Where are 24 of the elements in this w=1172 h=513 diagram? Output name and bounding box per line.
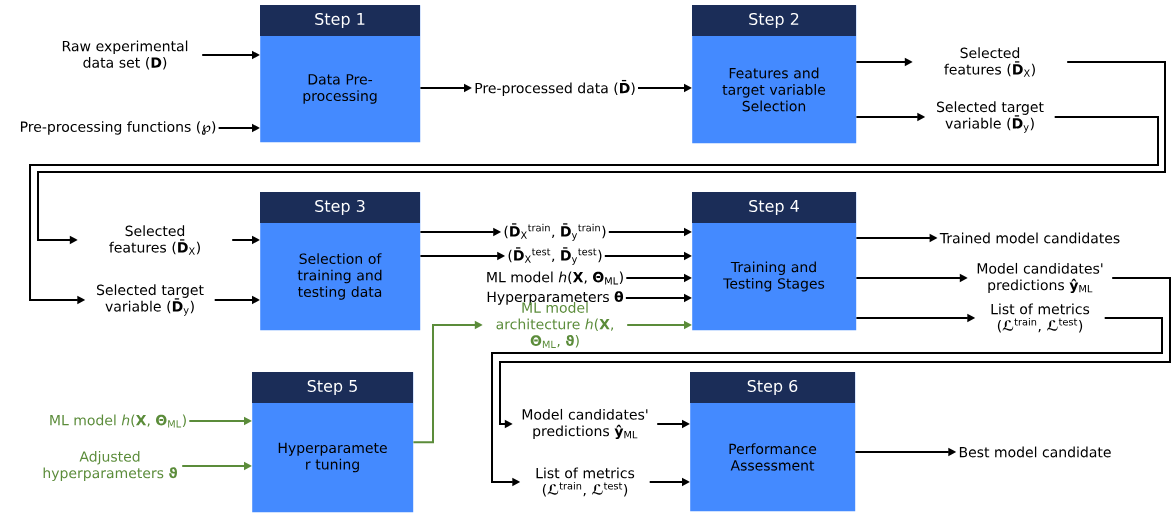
- data-label: (D̄$_{X}$$^{train}$, D̄$_{y}$$^{train}$): [504, 223, 606, 241]
- data-label: List of metrics (ℒ$^{train}$, ℒ$^{test}$): [991, 303, 1090, 333]
- data-label: Adjusted hyperparameters ϑ: [43, 450, 177, 481]
- data-label: Selected target variable (D̄$_{y}$): [97, 284, 204, 316]
- data-label: ML model h(X, Θ$_{ML}$): [487, 271, 623, 285]
- data-label: Model candidates' predictions ŷ$_{ML}$: [522, 408, 648, 440]
- data-label: Raw experimental data set (D): [62, 40, 188, 70]
- data-label: ML model h(X, Θ$_{ML}$): [50, 414, 186, 428]
- step-box: Step 1 Data Pre-processing: [260, 5, 421, 143]
- data-label: Pre-processed data (D̄): [475, 79, 635, 97]
- data-label: Selected features (D̄$_{X}$): [944, 47, 1035, 77]
- step-box: Step 3 Selection of training and testing data: [260, 192, 421, 331]
- data-label: Pre-processing functions (℘): [21, 121, 216, 135]
- step-box: Step 6 Performance Assessment: [690, 372, 856, 512]
- step-box: Step 2 Features and target variable Selection: [692, 5, 857, 144]
- step-box: Step 5 Hyperparamete r tuning: [252, 372, 414, 513]
- data-label: Model candidates' predictions ŷ$_{ML}$: [977, 262, 1103, 294]
- data-label: List of metrics (ℒ$^{train}$, ℒ$^{test}$): [536, 467, 635, 497]
- data-label: (D̄$_{X}$$^{test}$, D̄$_{y}$$^{test}$): [508, 247, 602, 265]
- step-box: Step 4 Training and Testing Stages: [692, 192, 857, 331]
- data-label: Best model candidate: [959, 446, 1111, 458]
- data-label: Selected features (D̄$_{X}$): [109, 225, 200, 255]
- data-label: Selected target variable (D̄$_{y}$): [936, 101, 1044, 133]
- data-label: Trained model candidates: [939, 232, 1120, 244]
